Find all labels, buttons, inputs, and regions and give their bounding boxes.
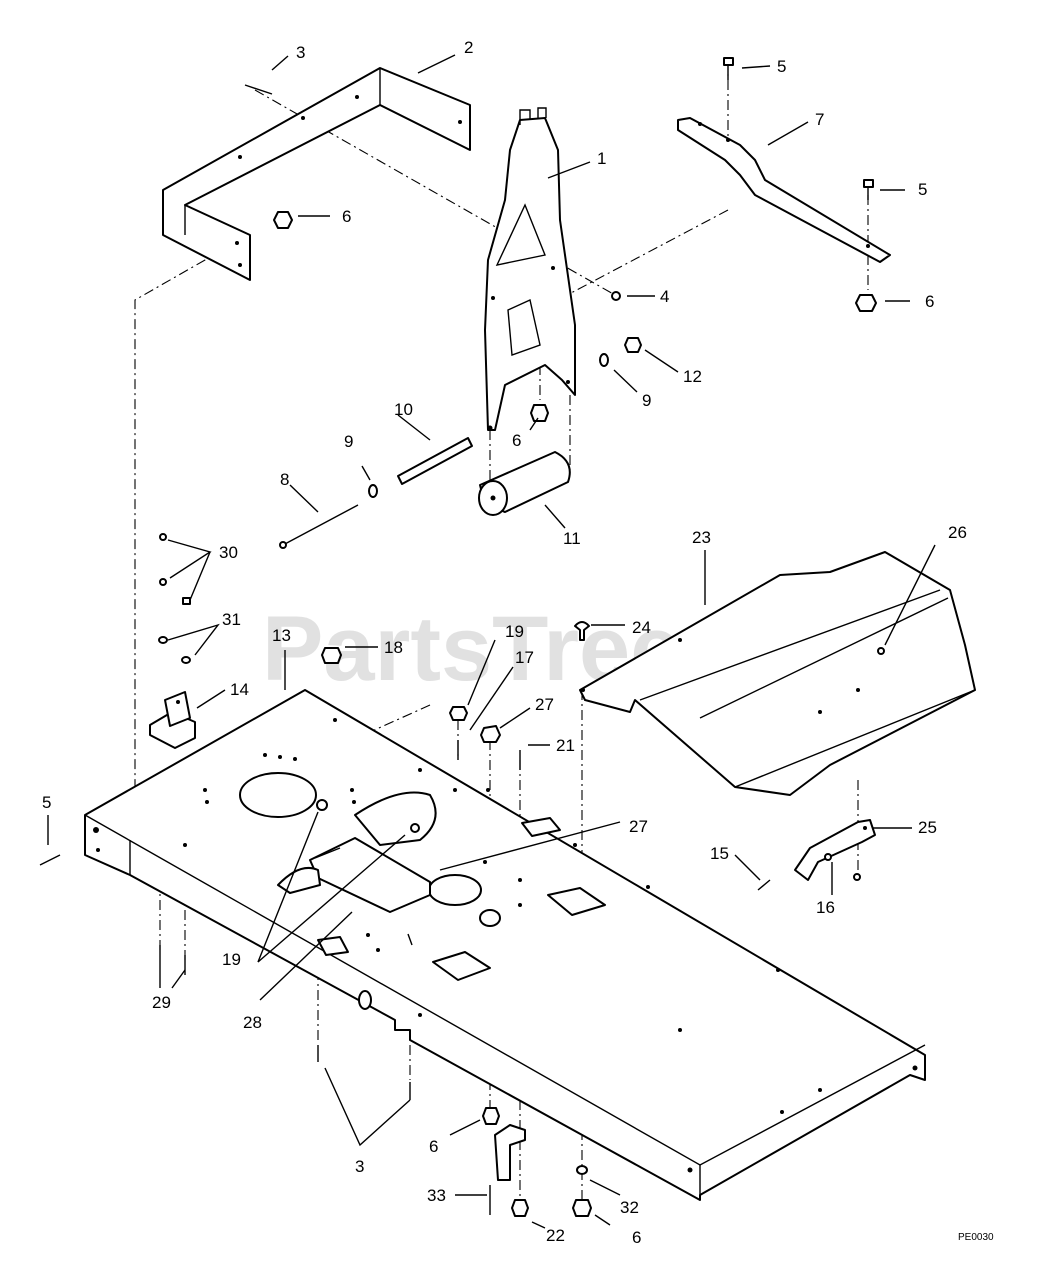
part-13-frame <box>84 689 926 1201</box>
part-14-switch <box>149 691 196 749</box>
callout-1: 1 <box>597 149 606 168</box>
callout-13: 13 <box>272 626 291 645</box>
callout-28: 28 <box>243 1013 262 1032</box>
callout-31: 31 <box>222 610 241 629</box>
part-2-bracket <box>162 67 471 281</box>
callout-12: 12 <box>683 367 702 386</box>
callout-5-frame: 5 <box>42 793 51 812</box>
callout-30: 30 <box>219 543 238 562</box>
callout-17: 17 <box>515 648 534 667</box>
part-7-strap <box>677 117 891 263</box>
callout-11: 11 <box>563 529 581 548</box>
callout-16: 16 <box>816 898 835 917</box>
callout-6-upright: 6 <box>512 431 521 450</box>
callout-24: 24 <box>632 618 651 637</box>
callout-3-bottom: 3 <box>355 1157 364 1176</box>
callout-6-bottom: 6 <box>429 1137 438 1156</box>
callout-9-right: 9 <box>642 391 651 410</box>
callout-26: 26 <box>948 523 967 542</box>
drawing-code: PE0030 <box>958 1232 994 1243</box>
callout-14: 14 <box>230 680 249 699</box>
part-23-cover <box>579 551 976 796</box>
callout-6-bottom-right: 6 <box>632 1228 641 1247</box>
part-25-bracket <box>794 819 876 881</box>
callout-5-strap: 5 <box>918 180 927 199</box>
part-1-upright <box>484 107 576 431</box>
callout-19-bottom: 19 <box>222 950 241 969</box>
callout-2: 2 <box>464 38 473 57</box>
callout-21: 21 <box>556 736 575 755</box>
part-8-bolt <box>279 504 359 549</box>
callout-6-bracket: 6 <box>342 207 351 226</box>
callout-3-top: 3 <box>296 43 305 62</box>
callout-9-left: 9 <box>344 432 353 451</box>
callout-10: 10 <box>394 400 413 419</box>
hardware <box>39 57 885 1217</box>
callout-19-top: 19 <box>505 622 524 641</box>
part-9-washer <box>368 353 609 498</box>
callout-4: 4 <box>660 287 669 306</box>
part-11-roller <box>478 451 571 516</box>
callout-6-strap: 6 <box>925 292 934 311</box>
callout-27-plate: 27 <box>629 817 648 836</box>
callout-23: 23 <box>692 528 711 547</box>
callout-27-top: 27 <box>535 695 554 714</box>
callout-32: 32 <box>620 1198 639 1217</box>
callout-33: 33 <box>427 1186 446 1205</box>
part-10-spacer <box>397 437 473 485</box>
callout-22: 22 <box>546 1226 565 1245</box>
callout-18: 18 <box>384 638 403 657</box>
leader-lines <box>47 54 936 1229</box>
callout-15: 15 <box>710 844 729 863</box>
callout-25: 25 <box>918 818 937 837</box>
callout-29: 29 <box>152 993 171 1012</box>
callout-7: 7 <box>815 110 824 129</box>
callout-8: 8 <box>280 470 289 489</box>
callout-numbers: 3 2 1 4 5 7 5 6 6 12 9 10 9 6 8 11 23 26… <box>42 38 967 1247</box>
callout-5-top: 5 <box>777 57 786 76</box>
